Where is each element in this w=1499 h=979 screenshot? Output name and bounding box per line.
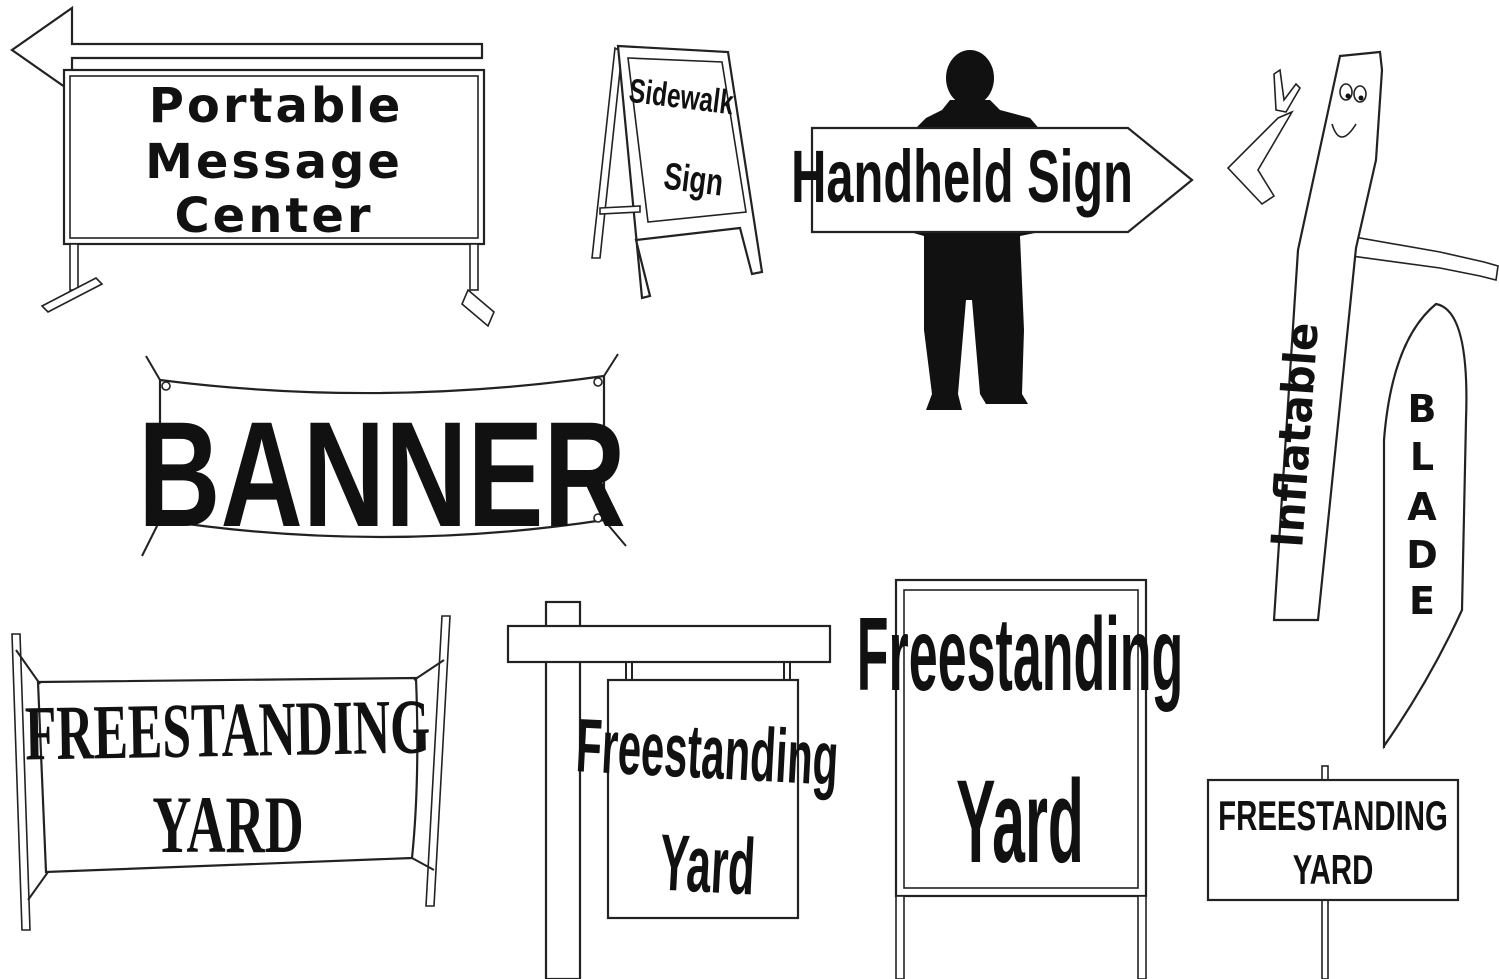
grommet-top-left (162, 382, 170, 390)
portable-line-3: Center (174, 188, 373, 244)
a-frame-back-leg (592, 48, 622, 258)
small-sign-stake-bottom (1322, 900, 1328, 979)
handheld-sign: Handheld Sign (791, 50, 1192, 410)
blade-letter-3: A (1407, 485, 1437, 529)
handheld-label: Handheld Sign (791, 136, 1133, 219)
blade-letter-5: E (1409, 579, 1435, 623)
small-yard-sign: FREESTANDING YARD (1208, 766, 1458, 979)
frame-line-2: Yard (956, 756, 1084, 888)
blade-letter-4: D (1406, 533, 1438, 577)
portable-line-1: Portable (149, 78, 404, 134)
frame-line-1: Freestanding (857, 598, 1183, 713)
banner-label: BANNER (138, 391, 626, 559)
grommet-top-right (594, 378, 602, 386)
board-right-foot (462, 290, 494, 326)
blade-flag: B L A D E (1384, 304, 1466, 748)
frame-leg-right (1138, 896, 1146, 979)
post-crossarm (508, 626, 830, 662)
post-line-1: Freestanding (574, 702, 841, 801)
tube-arm-raised (1228, 112, 1292, 204)
sidewalk-sign: Sidewalk Sign (592, 46, 762, 298)
small-line-2: YARD (1293, 846, 1374, 894)
frame-yard-sign: Freestanding Yard (857, 580, 1183, 979)
stake-left (12, 634, 30, 930)
staked-line-2: YARD (152, 780, 303, 871)
portable-line-2: Message (145, 134, 403, 190)
portable-message-center: Portable Message Center (12, 8, 494, 326)
staked-line-1: FREESTANDING (24, 684, 431, 777)
blade-letter-2: L (1410, 435, 1434, 479)
a-frame-crossbar (600, 206, 640, 214)
post-line-2: Yard (657, 818, 757, 912)
sidewalk-line-2: Sign (661, 155, 725, 204)
small-line-1: FREESTANDING (1218, 792, 1448, 840)
tube-eye-left (1340, 84, 1352, 100)
post-yard-sign: Freestanding Yard (508, 602, 841, 979)
board-right-leg (470, 244, 478, 290)
banner-sign: BANNER (138, 354, 626, 559)
staked-yard-banner: FREESTANDING YARD (12, 616, 450, 930)
frame-leg-left (896, 896, 904, 979)
board-left-leg (70, 244, 78, 290)
blade-letter-1: B (1408, 387, 1437, 431)
tube-hand (1274, 70, 1300, 112)
